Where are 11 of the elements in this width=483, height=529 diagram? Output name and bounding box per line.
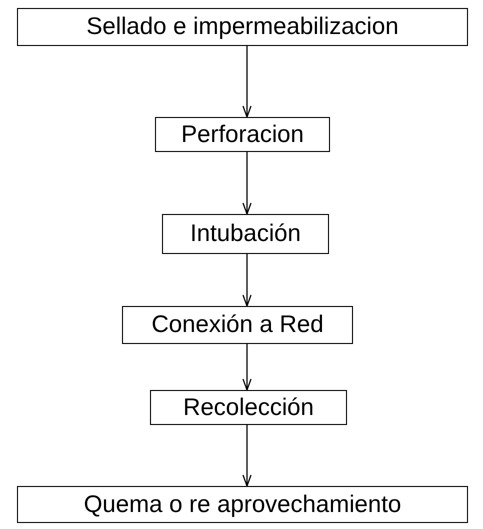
process-box: Recolección: [150, 390, 347, 425]
process-box: Quema o re aprovechamiento: [17, 486, 468, 523]
arrow: [242, 344, 252, 391]
arrow: [242, 152, 252, 215]
process-box: Sellado e impermeabilizacion: [17, 8, 468, 46]
arrow: [242, 425, 252, 487]
process-box: Perforacion: [155, 117, 330, 152]
process-box: Conexión a Red: [122, 306, 353, 344]
arrow: [242, 254, 252, 307]
arrow: [242, 46, 252, 118]
process-box: Intubación: [162, 214, 329, 254]
